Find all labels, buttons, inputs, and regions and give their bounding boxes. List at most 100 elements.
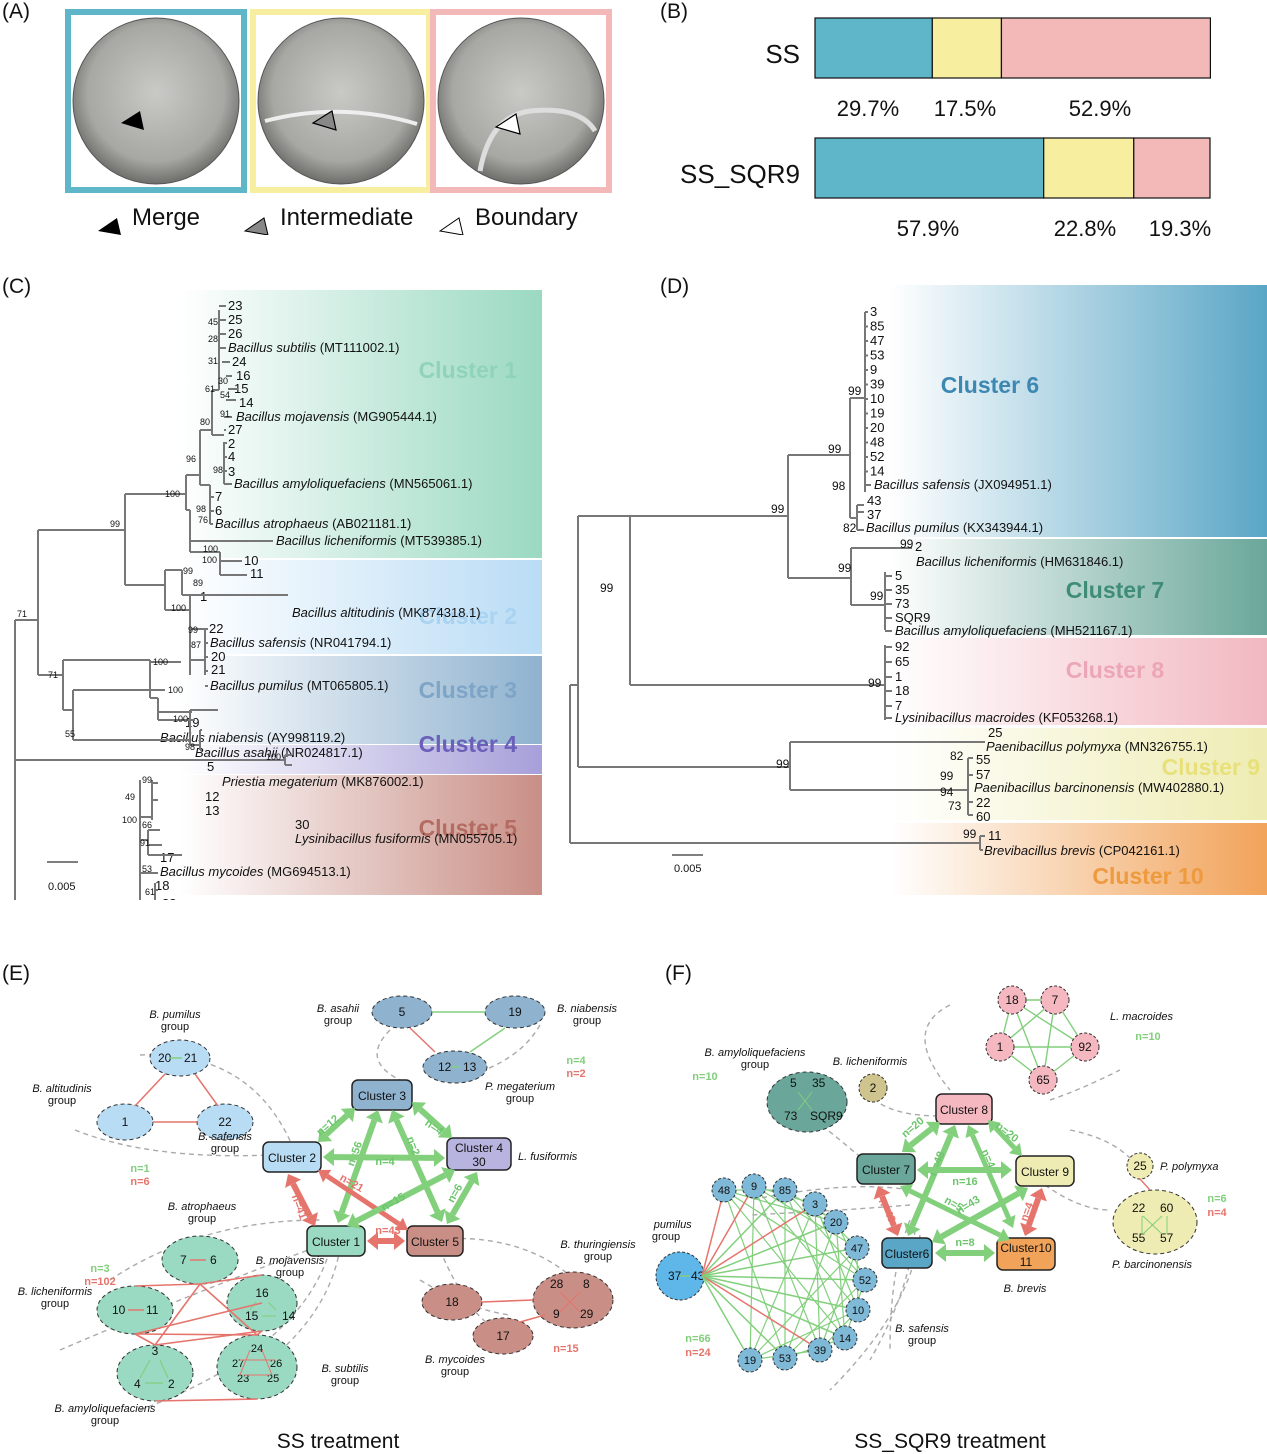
arrow-head: [441, 1167, 455, 1184]
tree-leaf-label: 55: [976, 752, 990, 767]
interaction-arrow: [909, 1133, 954, 1228]
tree-leaf-label: 19: [870, 406, 884, 421]
arrow-head: [984, 1244, 995, 1262]
bootstrap-value: 99: [838, 561, 852, 575]
group-label: group: [211, 1143, 239, 1155]
tree-leaf-label: 53: [870, 348, 884, 363]
interaction-edge: [723, 1189, 837, 1223]
interaction-edge: [701, 1275, 866, 1281]
bootstrap-value: 100: [122, 815, 137, 825]
cluster-label: Cluster 3: [419, 677, 517, 703]
bootstrap-value: 99: [600, 581, 614, 595]
arrow-head: [988, 1120, 1002, 1134]
cluster-band: [180, 656, 542, 744]
bootstrap-value: 55: [65, 729, 75, 739]
dish-boundary: [437, 17, 605, 185]
cluster-band: [890, 638, 1267, 725]
node-label: 10: [852, 1305, 864, 1317]
tree-leaf-label: Bacillus amyloliquefaciens (MN565061.1): [234, 476, 472, 491]
bootstrap-value: 73: [948, 799, 962, 813]
group-label: group: [441, 1366, 469, 1378]
network-node: [844, 1235, 870, 1261]
branch: [139, 1359, 151, 1379]
arrow-head: [333, 1209, 351, 1223]
tree-leaf-label: Bacillus safensis (JX094951.1): [874, 477, 1052, 492]
interaction-edge: [784, 1189, 846, 1339]
network-node: [852, 1267, 878, 1293]
network-node: [772, 1345, 798, 1371]
tree-leaf-label: 6: [215, 503, 222, 518]
cluster-box: [306, 1225, 366, 1257]
branch: [1139, 1178, 1151, 1191]
node-label: 55: [1132, 1231, 1146, 1245]
tree-leaf-label: 11: [988, 828, 1002, 843]
legend-intermediate: Intermediate: [280, 204, 414, 231]
cluster-box-label: Cluster 5: [411, 1235, 459, 1249]
arrow-head: [904, 1222, 921, 1236]
panel-label-a: (A): [2, 0, 30, 23]
bootstrap-value: 100: [173, 714, 188, 724]
node-label: 53: [779, 1353, 791, 1365]
count-green: n=1: [130, 1163, 149, 1175]
interaction-arrow: [355, 1172, 447, 1224]
tree-leaf-label: Bacillus altitudinis (MK874318.1): [292, 605, 481, 620]
bootstrap-value: 82: [950, 749, 964, 763]
interaction-arrow: [418, 1107, 446, 1133]
group-label: group: [188, 1213, 216, 1225]
cluster-label: Cluster 1: [419, 357, 518, 383]
node-label: 6: [210, 1253, 217, 1267]
cluster-box-label: Cluster6: [885, 1247, 930, 1261]
tree-leaf-label: 27: [228, 422, 242, 437]
group-label: group: [91, 1415, 119, 1427]
tree-leaf-label: 3: [870, 304, 877, 319]
bootstrap-value: 99: [183, 566, 193, 576]
network-node: [1028, 1065, 1058, 1095]
tree-leaf-label: 13: [205, 803, 219, 818]
bar-segment-boundary: [1133, 137, 1211, 199]
count-red: n=24: [685, 1347, 711, 1359]
interaction-arrow: [333, 1154, 435, 1161]
arrow-head: [301, 1212, 318, 1226]
group-label: B. thuringiensis: [560, 1239, 636, 1251]
interaction-edge: [814, 1203, 821, 1351]
node-label: 2: [870, 1081, 877, 1095]
tree-leaf-label: 3: [228, 464, 235, 479]
group-connector: [419, 1279, 511, 1316]
bar-value-label: 22.8%: [1054, 216, 1116, 241]
branch: [134, 1073, 166, 1107]
interaction-edge: [134, 1333, 156, 1346]
arrow-head: [394, 1217, 408, 1231]
bootstrap-value: 100: [153, 657, 168, 667]
bootstrap-value: 87: [191, 640, 201, 650]
bootstrap-value: 100: [266, 752, 281, 762]
tree-leaf-label: 25: [988, 725, 1002, 740]
tree-leaf-label: Bacillus licheniformis (MT539385.1): [276, 533, 482, 548]
node-label: SQR9: [810, 1109, 843, 1123]
bar-segment-merge: [814, 17, 933, 79]
bootstrap-value: 71: [17, 609, 27, 619]
tree-leaf-label: 57: [976, 767, 990, 782]
network-node: [1040, 985, 1070, 1015]
cluster-box: [446, 1137, 512, 1171]
bootstrap-value: 94: [940, 785, 954, 799]
tree-leaf-label: 24: [232, 354, 246, 369]
tree-leaf-label: 60: [976, 809, 990, 824]
interaction-edge: [701, 1203, 816, 1277]
tree-leaf-label: 5: [895, 568, 902, 583]
cluster-label: Cluster 7: [1066, 577, 1164, 603]
bar-category-label: SS: [765, 39, 800, 69]
bootstrap-value: 54: [220, 390, 230, 400]
edge-count: n=41: [289, 1193, 309, 1221]
interaction-arrow: [908, 1188, 1002, 1238]
tree-leaf-label: 65: [895, 654, 909, 669]
network-node: [802, 1191, 828, 1217]
cluster-box-label: Cluster 2: [268, 1151, 316, 1165]
group-label: B. altitudinis: [32, 1083, 92, 1095]
tree-leaf-label: Paenibacillus barcinonensis (MW402880.1): [974, 780, 1224, 795]
interaction-arrow: [908, 1126, 934, 1148]
arrow-head: [1014, 1185, 1028, 1202]
node-label: 18: [445, 1295, 459, 1309]
node-label: 13: [463, 1060, 477, 1074]
